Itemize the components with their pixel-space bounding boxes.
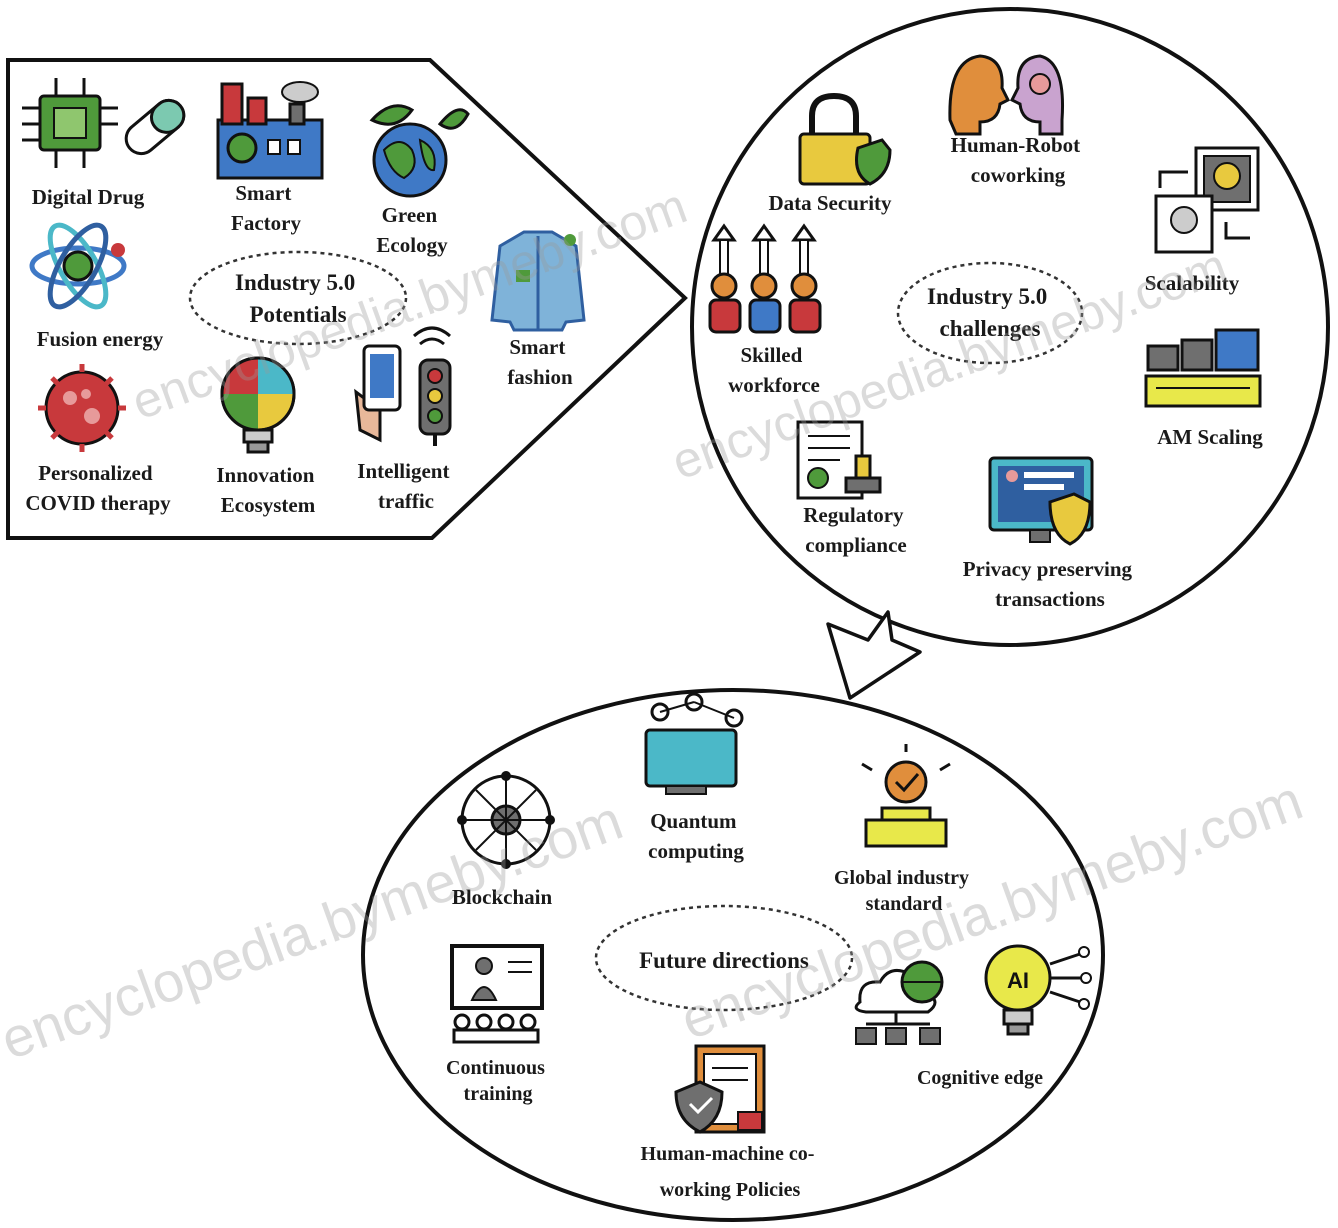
label-am-scaling: AM Scaling [1157, 425, 1263, 449]
jacket-icon [490, 230, 586, 332]
label-smart-fashion: Smart fashion [507, 335, 573, 389]
human-robot-head-icon [948, 54, 1065, 136]
training-screen-icon [450, 944, 544, 1044]
cloud-network-icon [854, 960, 944, 1045]
scalability-bulb-icon [1154, 146, 1260, 254]
award-medal-icon [861, 744, 951, 848]
chip-icon [22, 78, 118, 168]
label-continuous-training: Continuous training [446, 1057, 550, 1105]
padlock-shield-icon [798, 92, 892, 186]
pill-icon [124, 98, 186, 156]
label-privacy: Privacy preserving transactions [963, 557, 1138, 611]
label-smart-factory: Smart Factory [231, 181, 301, 235]
lightbulb-puzzle-icon [220, 356, 296, 454]
label-quantum: Quantum computing [648, 809, 744, 863]
label-human-machine: Human-machine co- working Policies [641, 1143, 820, 1201]
label-future-title: Future directions [639, 948, 809, 973]
label-fusion-energy: Fusion energy [37, 327, 164, 351]
svg-text:AI: AI [1007, 968, 1029, 993]
workforce-people-icon [708, 223, 822, 334]
label-covid-therapy: Personalized COVID therapy [25, 461, 171, 515]
factory-icon [216, 81, 324, 180]
future-center-ellipse [594, 904, 854, 1012]
label-innovation-ecosystem: Innovation Ecosystem [216, 463, 319, 517]
label-blockchain: Blockchain [452, 885, 553, 909]
label-green-ecology: Green Ecology [376, 203, 448, 257]
label-cognitive-edge: Cognitive edge [917, 1067, 1043, 1089]
potentials-center-ellipse [188, 250, 408, 346]
policy-document-icon [674, 1044, 766, 1134]
potentials-pentagon-frame [6, 58, 688, 540]
label-potentials-title: Industry 5.0 Potentials [235, 270, 361, 327]
3d-printer-icon [1144, 328, 1262, 408]
atom-icon [29, 222, 127, 310]
label-regulatory: Regulatory compliance [803, 503, 909, 557]
down-arrow [826, 610, 922, 700]
blockchain-sphere-icon [457, 771, 555, 869]
globe-leaf-icon [369, 104, 470, 198]
label-digital-drug: Digital Drug [32, 185, 145, 209]
label-scalability: Scalability [1145, 271, 1240, 295]
virus-icon [38, 364, 126, 452]
document-stamp-icon [796, 420, 882, 500]
challenges-center-ellipse [896, 261, 1084, 365]
ai-bulb-icon: AI [984, 944, 1092, 1036]
traffic-phone-icon [354, 326, 452, 446]
monitor-shield-icon [988, 456, 1094, 546]
label-global-standard: Global industry standard [834, 867, 974, 915]
network-monitor-icon [644, 692, 744, 795]
label-challenges-title: Industry 5.0 challenges [927, 284, 1053, 341]
label-human-robot: Human-Robot coworking [951, 133, 1086, 187]
label-intelligent-traffic: Intelligent traffic [357, 459, 454, 513]
label-skilled-workforce: Skilled workforce [728, 343, 820, 397]
label-data-security: Data Security [768, 191, 892, 215]
